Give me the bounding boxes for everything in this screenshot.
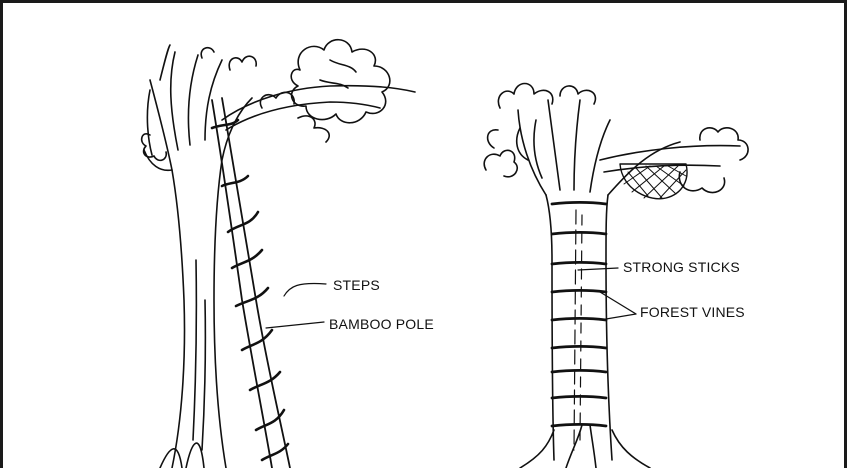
forest-vines-pointer-1 xyxy=(600,292,636,314)
steps-pointer xyxy=(284,284,326,297)
forest-vines-pointer-2 xyxy=(600,314,636,320)
label-bamboo-pole: BAMBOO POLE xyxy=(329,316,434,332)
strong-sticks xyxy=(574,210,576,450)
label-steps: STEPS xyxy=(333,277,380,293)
left-tree xyxy=(142,40,415,468)
left-tree-trunk-left-edge xyxy=(150,80,185,468)
strong-sticks-pointer xyxy=(578,268,618,270)
bamboo-pole xyxy=(212,100,272,468)
label-strong-sticks: STRONG STICKS xyxy=(623,259,740,275)
right-tree xyxy=(484,84,748,468)
label-forest-vines: FOREST VINES xyxy=(640,304,745,320)
forest-vines xyxy=(552,203,606,427)
bamboo-pole-pointer xyxy=(266,322,324,328)
